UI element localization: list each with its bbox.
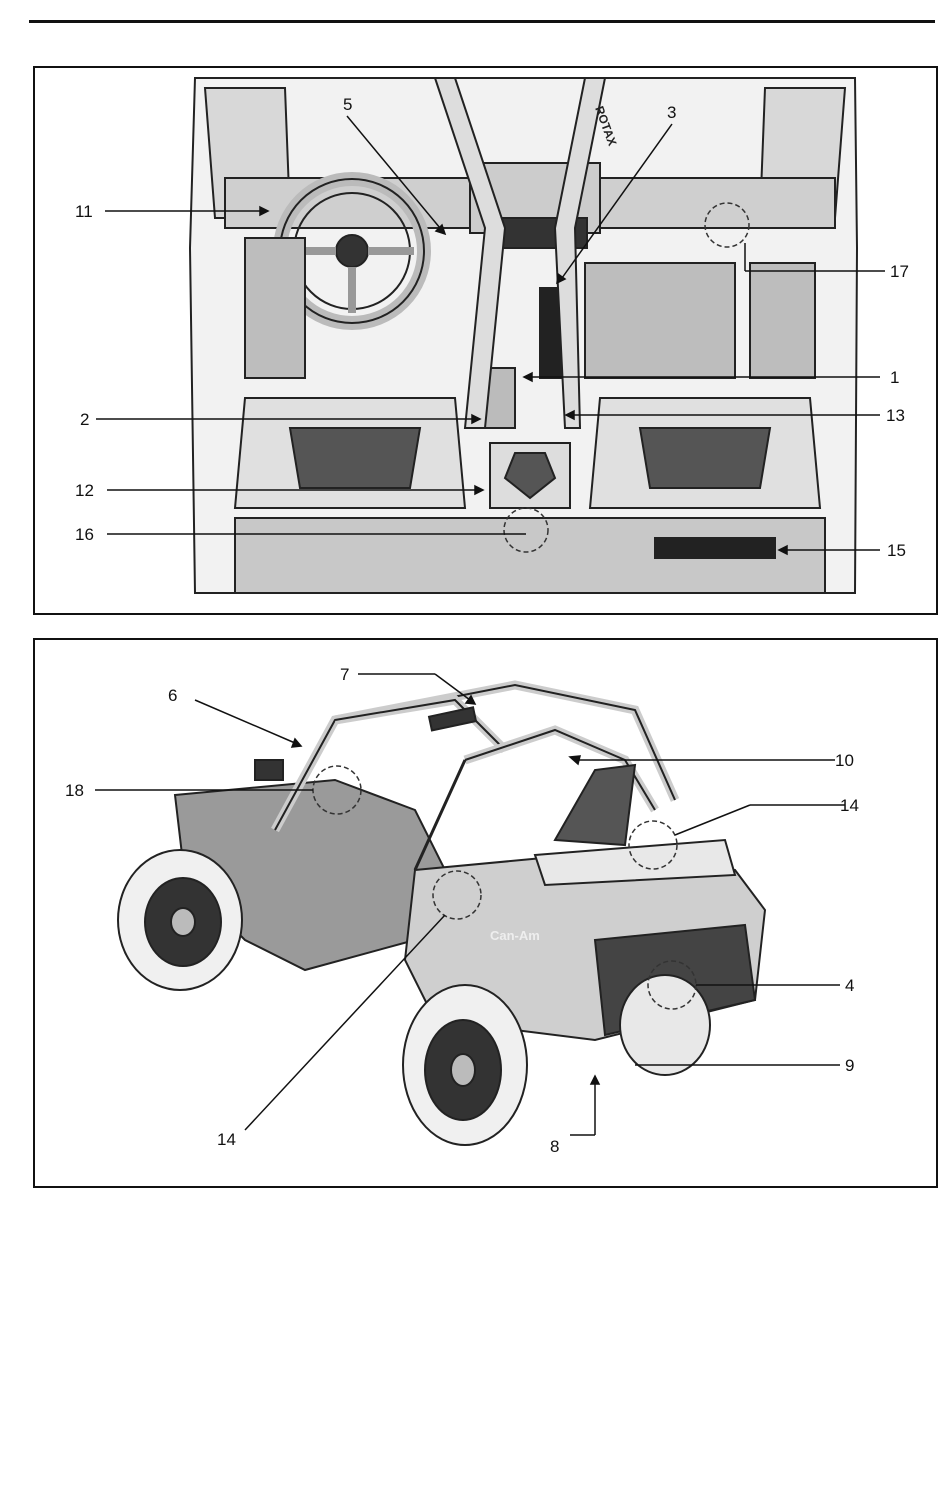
- callout-9: 9: [845, 1056, 854, 1075]
- callout-7: 7: [340, 665, 349, 684]
- callout-1: 1: [890, 368, 899, 387]
- rear-view-illustration: Can-Am: [35, 640, 936, 1186]
- rear-deck: [235, 518, 825, 593]
- cockpit-top-view-illustration: ROTAX: [35, 68, 936, 613]
- callout-18: 18: [65, 781, 84, 800]
- cockpit-top-view-panel: ROTAX: [33, 66, 938, 615]
- header-rule: [29, 20, 935, 23]
- callout-14-right: 14: [840, 796, 859, 815]
- callout-16: 16: [75, 525, 94, 544]
- rear-left-wheel: [403, 985, 527, 1145]
- callout-2: 2: [80, 410, 89, 429]
- callout-17: 17: [890, 262, 909, 281]
- front-left-wheel: [118, 850, 242, 990]
- callout-14-left: 14: [217, 1130, 236, 1149]
- seat: [555, 765, 635, 845]
- callout-3: 3: [667, 103, 676, 122]
- rear-three-quarter-view-panel: Can-Am: [33, 638, 938, 1188]
- callout-12: 12: [75, 481, 94, 500]
- can-am-logo: Can-Am: [490, 928, 540, 943]
- rear-right-wheel: [620, 975, 710, 1075]
- callout-4: 4: [845, 976, 854, 995]
- callout-13: 13: [886, 406, 905, 425]
- callout-8: 8: [550, 1137, 559, 1156]
- callout-10: 10: [835, 751, 854, 770]
- callout-6: 6: [168, 686, 177, 705]
- callout-15: 15: [887, 541, 906, 560]
- callout-11: 11: [75, 202, 93, 221]
- callout-5: 5: [343, 95, 352, 114]
